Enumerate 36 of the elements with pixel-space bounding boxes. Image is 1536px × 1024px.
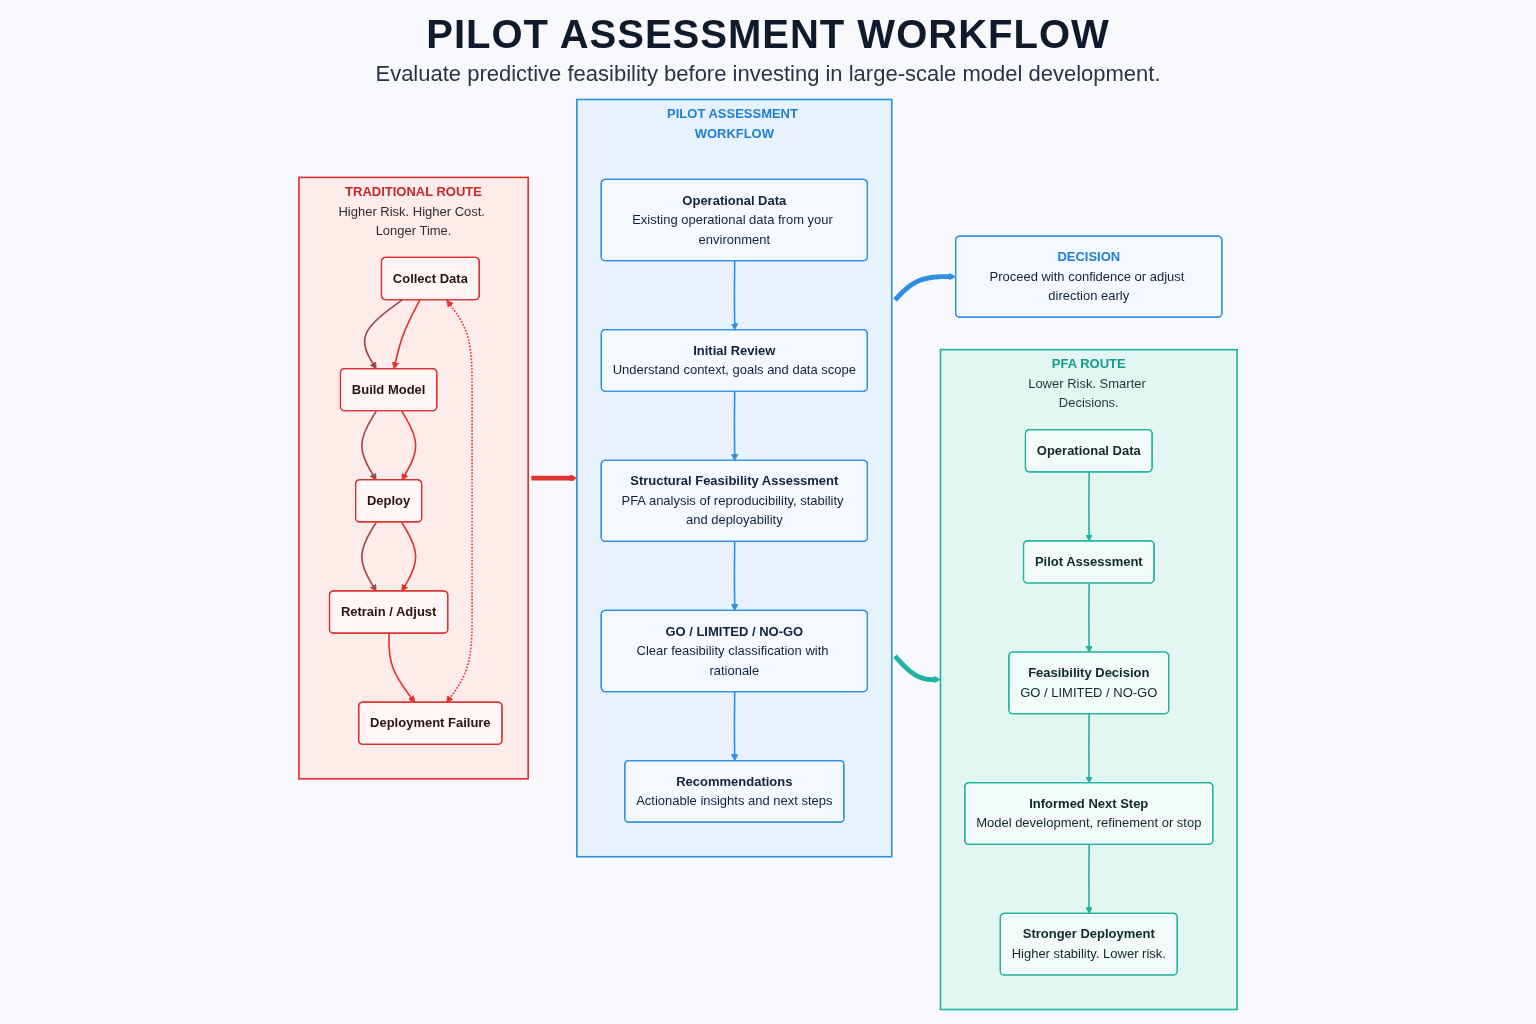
process-box: Initial Review Understand context, goals and data scope (600, 328, 868, 392)
arrow (731, 541, 739, 612)
subtitle: Evaluate predictive feasibility before investing in large-scale model development. (375, 61, 1161, 87)
arrow (361, 521, 378, 592)
arrow (893, 654, 941, 684)
process-box: Build Model (339, 367, 438, 412)
arrow (893, 273, 956, 302)
arrow (731, 260, 739, 331)
arrow (1085, 713, 1093, 784)
arrow (1085, 843, 1093, 915)
arrow (731, 691, 739, 762)
process-box: Retrain / Adjust (328, 590, 449, 634)
arrow (363, 299, 403, 370)
diagram-title: PILOT ASSESSMENT WORKFLOW (426, 12, 1110, 57)
process-box: Pilot Assessment (1022, 540, 1155, 584)
process-box: Deployment Failure (358, 701, 503, 745)
arrow (391, 299, 421, 370)
arrow (400, 410, 417, 481)
arrow (731, 390, 739, 461)
process-box: DECISION Proceed with confidence or adjust direction early (955, 235, 1223, 318)
process-box: Deploy (355, 479, 423, 523)
process-box: Operational Data Existing operational data from your environment (600, 178, 869, 262)
process-box: GO / LIMITED / NO-GO Clear feasibility classification with rationale (600, 609, 869, 693)
arrow (388, 632, 416, 703)
arrow (1085, 582, 1093, 653)
process-box: Recommendations Actionable insights and next steps (624, 759, 845, 823)
process-box: Informed Next Step Model development, refinement or stop (964, 782, 1214, 845)
process-box: Operational Data (1024, 429, 1153, 473)
process-box: Structural Feasibility Assessment PFA analysis of reproducibility, stability and deployability (600, 459, 869, 542)
arrow (361, 410, 378, 481)
process-box: Feasibility Decision GO / LIMITED / NO-GO (1008, 651, 1170, 715)
dashed-arrow (446, 299, 473, 703)
arrow (400, 521, 417, 592)
process-box: Stronger Deployment Higher stability. Lower risk. (999, 912, 1178, 976)
process-box: Collect Data (380, 256, 480, 301)
arrow (1085, 471, 1093, 542)
